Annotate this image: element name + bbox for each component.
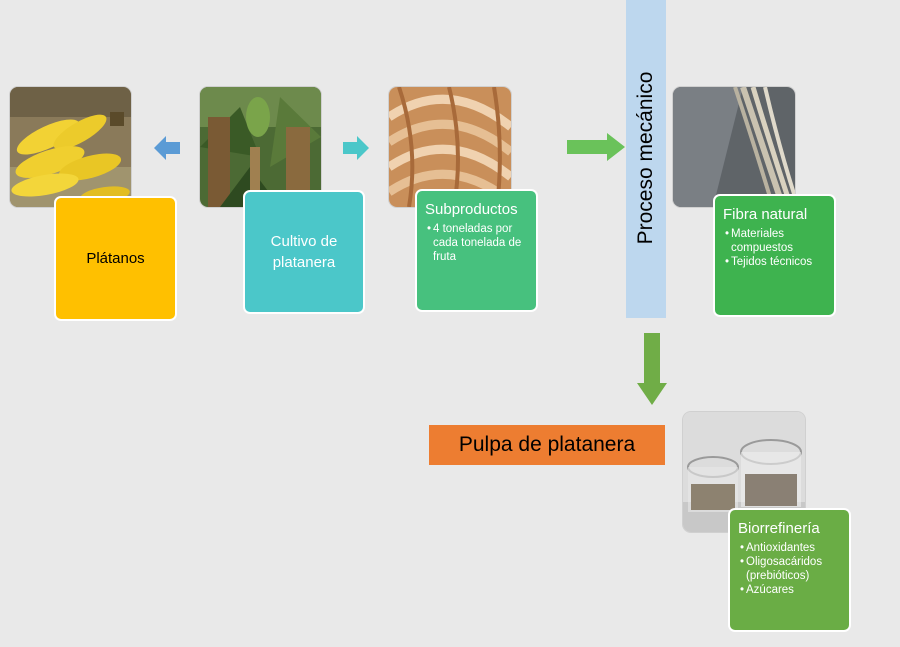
proceso-label: Proceso mecánico — [634, 71, 657, 245]
subproductos-box: Subproductos 4 toneladas por cada tonela… — [415, 189, 538, 312]
pulp-jars-photo — [683, 412, 805, 532]
list-item: Antioxidantes — [740, 541, 843, 555]
arrow-right-icon — [567, 133, 625, 161]
subproductos-title: Subproductos — [425, 201, 518, 218]
list-item: 4 toneladas por cada tonelada de fruta — [427, 222, 530, 264]
list-item: Tejidos técnicos — [725, 255, 828, 269]
banana-plant-photo — [200, 87, 321, 207]
list-item: Oligosacáridos (prebióticos) — [740, 555, 843, 583]
biorrefineria-list: Antioxidantes Oligosacáridos (prebiótico… — [730, 541, 849, 597]
list-item: Materiales compuestos — [725, 227, 828, 255]
biorrefineria-box: Biorrefinería Antioxidantes Oligosacárid… — [728, 508, 851, 632]
fibra-title: Fibra natural — [723, 206, 808, 223]
list-item: Azúcares — [740, 583, 843, 597]
arrow-right-icon — [343, 135, 369, 161]
fibra-list: Materiales compuestos Tejidos técnicos — [715, 227, 834, 269]
arrow-down-icon — [637, 333, 667, 405]
platanos-label: Plátanos — [86, 250, 145, 267]
cultivo-label: Cultivo de platanera — [270, 233, 338, 271]
proceso-bar — [626, 0, 666, 318]
biorrefineria-title: Biorrefinería — [738, 520, 820, 537]
bananas-photo — [10, 87, 131, 207]
arrow-left-icon — [154, 135, 180, 161]
subproductos-list: 4 toneladas por cada tonelada de fruta — [417, 222, 536, 264]
fiber-sheaths-photo — [389, 87, 511, 207]
platanos-box: Plátanos — [54, 196, 177, 321]
fiber-strands-photo — [673, 87, 795, 207]
fibra-box: Fibra natural Materiales compuestos Teji… — [713, 194, 836, 317]
cultivo-box: Cultivo de platanera — [243, 190, 365, 314]
pulpa-label: Pulpa de platanera — [429, 425, 665, 465]
